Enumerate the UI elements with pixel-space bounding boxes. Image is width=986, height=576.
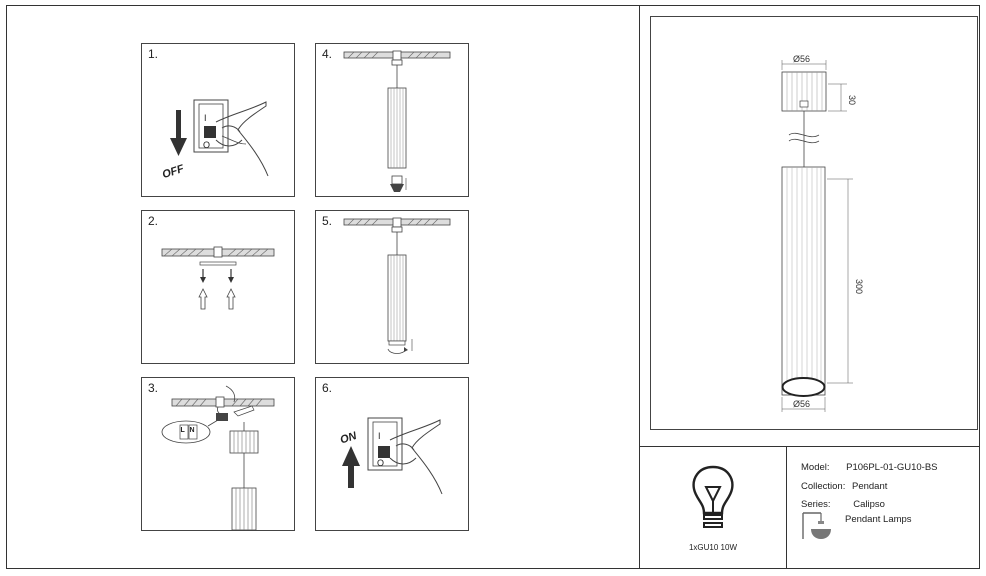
sheet-frame bbox=[6, 5, 980, 569]
switch-off-mark: O bbox=[203, 140, 210, 150]
lamp-insert-illustration bbox=[343, 50, 451, 192]
body-diameter-label: Ø56 bbox=[793, 399, 810, 409]
bulb-spec: 1xGU10 10W bbox=[640, 447, 786, 569]
lamp-dimension-svg: Ø56 30 300 Ø56 bbox=[781, 54, 864, 412]
off-label: OFF bbox=[161, 163, 186, 181]
step-4-panel: 4. bbox=[315, 43, 469, 197]
terminal-l-label: L bbox=[181, 427, 186, 434]
on-label: ON bbox=[339, 430, 359, 447]
switch-on-mark: I bbox=[204, 113, 207, 123]
collection-row: Collection: Pendant bbox=[801, 481, 887, 492]
canopy-height-label: 30 bbox=[847, 95, 857, 105]
step-number: 3. bbox=[148, 381, 159, 395]
lamp-fasten-illustration bbox=[343, 217, 451, 354]
step-1-panel: 1. I O OFF bbox=[141, 43, 295, 197]
step-6-panel: 6. I O ON bbox=[315, 377, 469, 531]
step-number: 4. bbox=[322, 47, 333, 61]
pendant-lamp-icon bbox=[802, 512, 831, 539]
switch-on-mark: I bbox=[378, 431, 381, 441]
collection-label: Collection: bbox=[801, 481, 846, 492]
body-length-label: 300 bbox=[854, 279, 864, 294]
step-2-panel: 2. bbox=[141, 210, 295, 364]
dimension-drawing: Ø56 30 300 Ø56 bbox=[650, 16, 978, 430]
step-number: 5. bbox=[322, 214, 333, 228]
category-value: Pendant Lamps bbox=[845, 514, 912, 525]
switch-off-illustration: I O OFF bbox=[161, 99, 269, 181]
model-value: P106PL-01-GU10-BS bbox=[846, 462, 938, 473]
canopy-diameter-label: Ø56 bbox=[793, 54, 810, 64]
category-row: Pendant Lamps bbox=[845, 514, 912, 525]
switch-on-illustration: I O ON bbox=[339, 417, 443, 495]
model-row: Model: P106PL-01-GU10-BS bbox=[801, 462, 938, 473]
series-row: Series: Calipso bbox=[801, 499, 885, 510]
step-number: 1. bbox=[148, 47, 159, 61]
section-divider bbox=[639, 5, 640, 569]
terminal-n-label: N bbox=[190, 427, 195, 434]
model-label: Model: bbox=[801, 462, 830, 473]
step-5-panel: 5. bbox=[315, 210, 469, 364]
collection-value: Pendant bbox=[852, 481, 888, 492]
bulb-icon bbox=[692, 465, 734, 528]
series-value: Calipso bbox=[853, 499, 885, 510]
switch-off-mark: O bbox=[377, 458, 384, 468]
section-divider bbox=[786, 446, 787, 569]
section-divider bbox=[639, 446, 979, 447]
step-3-panel: 3. L N bbox=[141, 377, 295, 531]
wiring-illustration: L N bbox=[161, 385, 275, 530]
bulb-label: 1xGU10 10W bbox=[688, 543, 738, 552]
series-label: Series: bbox=[801, 499, 831, 510]
step-number: 2. bbox=[148, 214, 159, 228]
mounting-plate-illustration bbox=[161, 246, 275, 310]
step-number: 6. bbox=[322, 381, 333, 395]
